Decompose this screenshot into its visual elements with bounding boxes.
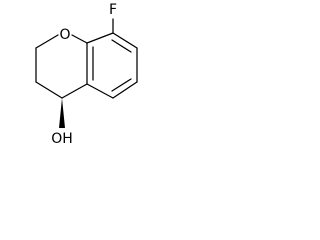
fluorine-label: F (109, 2, 117, 18)
chemical-structure: F O OH (35, 2, 138, 147)
ring-oxygen-label: O (59, 27, 70, 43)
bond-c3-c4 (35, 81, 63, 99)
bond-c6-c5 (112, 81, 138, 99)
hydroxyl-label: OH (51, 131, 73, 147)
bond-c8-c7 (112, 32, 138, 49)
bond-c5-c4a (86, 83, 114, 99)
bond-c8a-o1 (71, 34, 88, 44)
dihydropyran-ring (35, 34, 88, 99)
benzene-ring (86, 32, 138, 99)
bond-c4-c4a (61, 83, 88, 99)
bond-o1-c2 (35, 34, 59, 49)
wedge-bond-c4-oh (59, 98, 65, 128)
bond-c8a-c8 (86, 32, 114, 44)
double-bond-inner-c8-c7 (111, 39, 132, 53)
double-bond-inner-c6-c5 (111, 78, 132, 92)
